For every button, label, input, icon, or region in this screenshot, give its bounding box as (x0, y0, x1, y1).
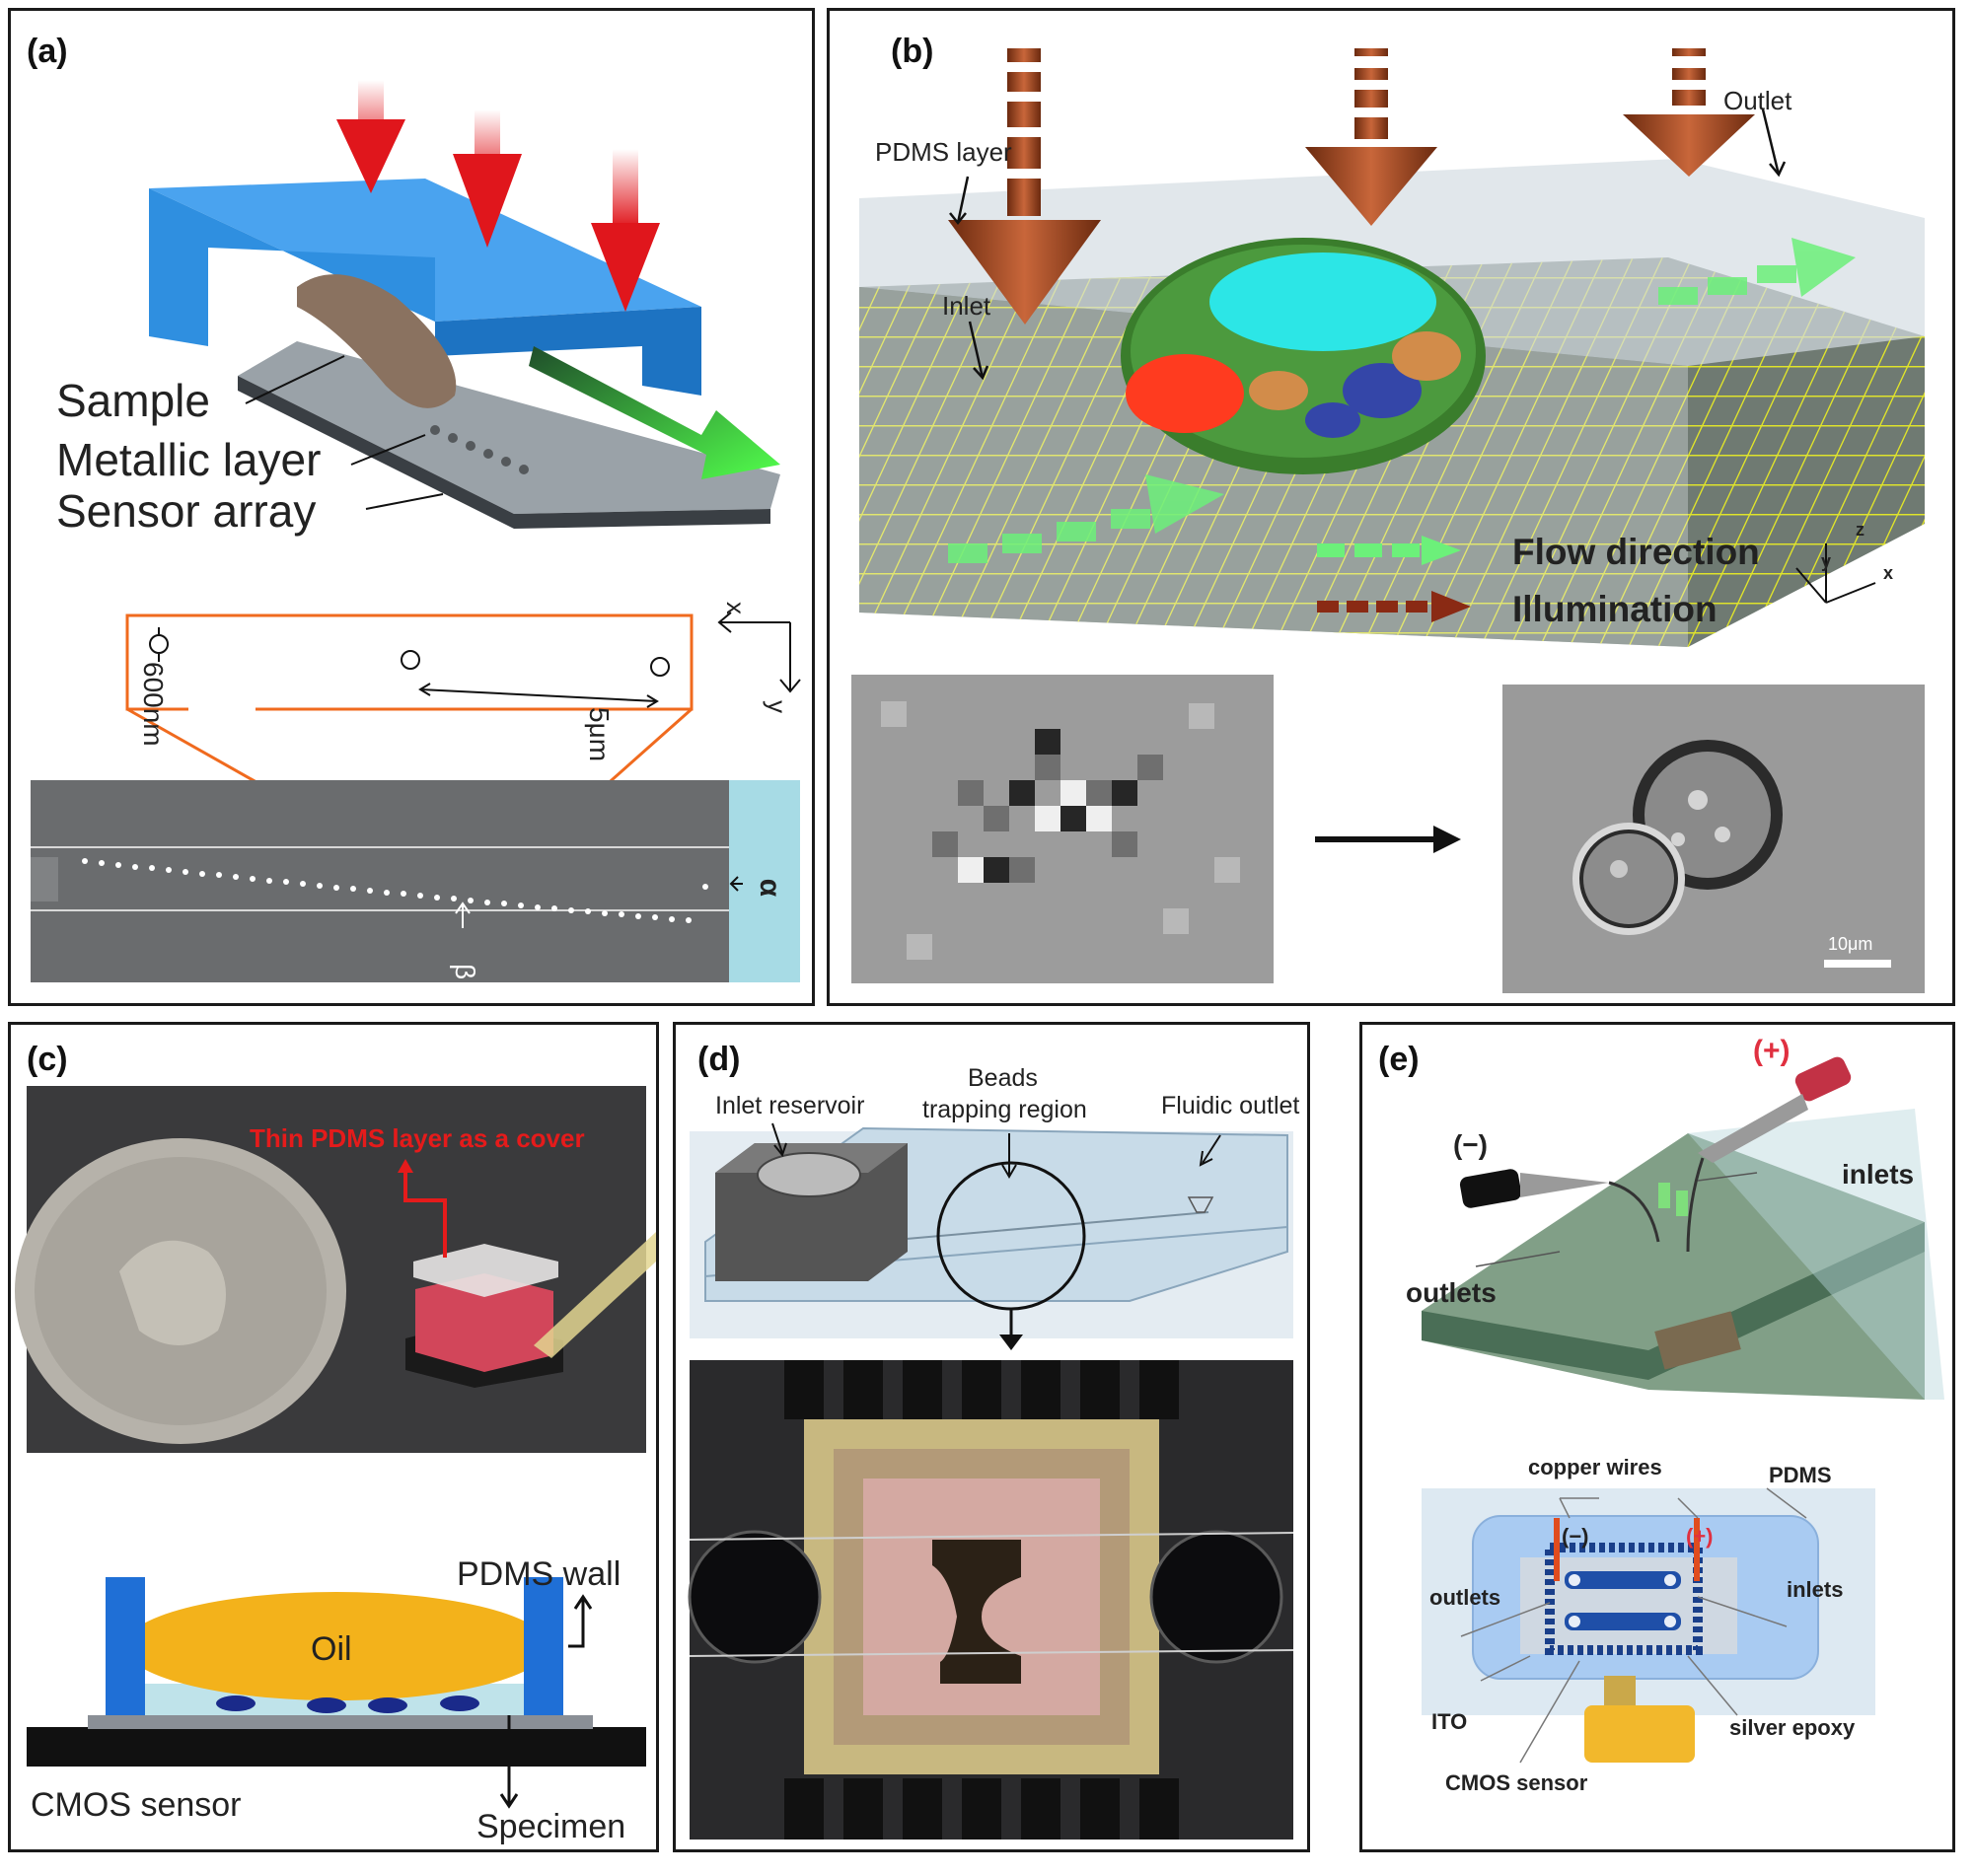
label-flow-direction: Flow direction (1512, 532, 1760, 572)
positive-clip (1698, 1056, 1852, 1163)
label-outlets-top: outlets (1406, 1277, 1497, 1308)
pdms-wall-left (106, 1577, 145, 1715)
specimen-cells (216, 1696, 479, 1713)
copper-wire-left (1554, 1518, 1560, 1581)
illumination-arrow-3 (1623, 48, 1755, 177)
pdms-chamber (415, 1273, 553, 1372)
label-inlets-schematic: inlets (1787, 1577, 1844, 1602)
negative-clip (1459, 1169, 1609, 1208)
panel-label-c: (c) (27, 1041, 68, 1078)
label-ito: ITO (1431, 1709, 1468, 1734)
label-metallic-layer: Metallic layer (56, 434, 322, 485)
label-5um: 5μm (584, 707, 615, 762)
red-arrow-2 (453, 154, 522, 248)
label-alpha: α (754, 878, 787, 898)
label-copper-wires: copper wires (1528, 1455, 1662, 1479)
panel-d: (d) (673, 1022, 1310, 1852)
label-minus-top: (−) (1453, 1129, 1488, 1160)
cmos-sensor-block (1584, 1705, 1695, 1763)
sample-blob (297, 274, 457, 408)
label-sample: Sample (56, 375, 210, 426)
axis-y-label: y (763, 700, 792, 713)
label-pdms-layer: PDMS layer (875, 137, 1012, 167)
label-600nm: 600nm (138, 662, 169, 747)
reconstruction-arrow-head (1433, 826, 1461, 853)
panel-label-a: (a) (27, 33, 68, 70)
trap-channel (932, 1540, 1021, 1684)
panel-a-illustration (31, 80, 801, 982)
red-arrow-1 (336, 119, 405, 193)
pdms-wall-right (524, 1577, 563, 1715)
silver-epoxy-frame (1545, 1543, 1703, 1655)
flow-arrow-dashed (948, 238, 1856, 563)
scale-bar (1824, 960, 1891, 968)
label-pdms: PDMS (1769, 1463, 1832, 1487)
panel-c: (c) Thin PDMS layer as a cover PDM (8, 1022, 659, 1852)
xyz-axes (1795, 543, 1876, 604)
panel-c-illustration (15, 1086, 656, 1809)
oil-drop (124, 1592, 548, 1700)
panel-label-b: (b) (891, 33, 934, 70)
legend-illumination-arrow (1317, 591, 1471, 622)
label-silver-epoxy: silver epoxy (1729, 1715, 1856, 1740)
panel-b: (b) (827, 8, 1955, 1006)
label-specimen: Specimen (476, 1808, 626, 1845)
cmos-connector (1604, 1676, 1636, 1705)
panel-e-illustration (1422, 1056, 1944, 1764)
panel-label-e: (e) (1378, 1041, 1420, 1078)
illumination-arrow-1 (948, 48, 1101, 325)
label-inlet-reservoir: Inlet reservoir (715, 1092, 865, 1119)
label-fluidic-outlet: Fluidic outlet (1161, 1092, 1300, 1119)
pipette-tip (534, 1232, 656, 1358)
axis-y-label: y (1821, 551, 1832, 571)
legend-flow-arrow (1317, 536, 1461, 565)
label-cmos-sensor: CMOS sensor (31, 1786, 242, 1824)
axis-z-label: z (1856, 520, 1864, 540)
label-sensor-array: Sensor array (56, 485, 317, 537)
blue-block-front (149, 188, 435, 346)
cell-vacuole (1209, 253, 1436, 351)
sensor-plate (238, 341, 780, 514)
cell-nucleus (1126, 354, 1244, 433)
label-beta: β (450, 963, 481, 980)
pdms-cover (413, 1244, 558, 1297)
cmos-sensor-base (27, 1727, 646, 1767)
panel-b-illustration (851, 48, 1925, 993)
blue-block-right (435, 307, 701, 396)
axis-x-label: x (1883, 563, 1894, 583)
sensor-image (31, 780, 729, 982)
label-cmos-sensor: CMOS sensor (1445, 1770, 1588, 1795)
label-illumination: Illumination (1512, 589, 1718, 629)
blue-block-top (149, 179, 701, 322)
label-plus-top: (+) (1753, 1035, 1791, 1067)
fluidic-outlet-cone (1187, 1196, 1214, 1213)
label-minus-schematic: (−) (1562, 1524, 1589, 1549)
axis-x-label: x (721, 602, 751, 614)
red-arrow-3 (591, 223, 660, 312)
label-inlet: Inlet (942, 291, 991, 321)
label-beads-line1: Beads (968, 1064, 1038, 1092)
label-plus-schematic: (+) (1686, 1524, 1714, 1549)
illumination-arrow-2 (1305, 48, 1437, 226)
panel-a: (a) (8, 8, 815, 1006)
panel-e: (e) (1359, 1022, 1955, 1852)
bond-pads (784, 1360, 1179, 1840)
copper-wire-right (1694, 1518, 1700, 1581)
label-thin-pdms-cover: Thin PDMS layer as a cover (250, 1123, 585, 1153)
label-pdms-wall: PDMS wall (457, 1555, 621, 1593)
label-beads-line2: trapping region (922, 1096, 1087, 1123)
label-inlets-top: inlets (1842, 1159, 1915, 1190)
label-oil: Oil (311, 1630, 352, 1668)
green-arrow (529, 346, 780, 479)
pixelated-hologram (851, 675, 1274, 983)
scale-bar-label: 10μm (1828, 934, 1873, 954)
panel-d-illustration (688, 1122, 1294, 1840)
panel-label-d: (d) (697, 1041, 741, 1078)
hole-dot-row (82, 858, 708, 923)
sensor-plate-edge (238, 376, 770, 529)
label-outlet: Outlet (1723, 86, 1792, 115)
reconstructed-image (1502, 685, 1925, 993)
label-outlets-schematic: outlets (1429, 1585, 1501, 1610)
